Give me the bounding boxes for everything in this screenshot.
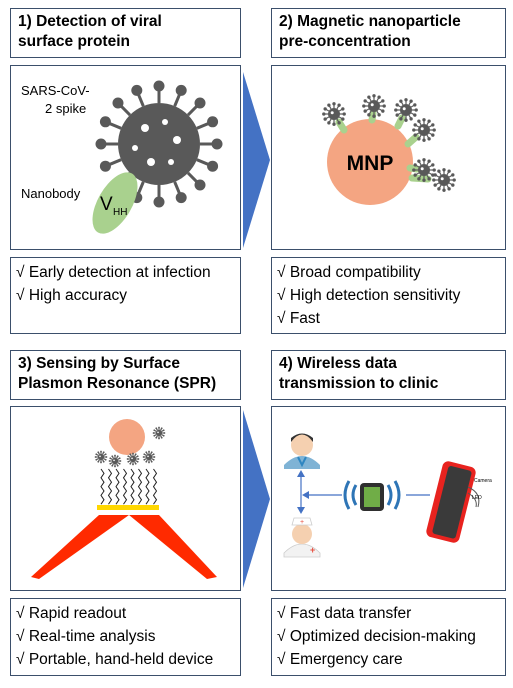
benefit-item: √ Optimized decision-making	[277, 628, 476, 645]
camera-label: Camera	[474, 478, 492, 484]
panel2-benefits-box: √ Broad compatibility √ High detection s…	[271, 257, 506, 334]
doctor-icon	[284, 433, 320, 469]
panel4-benefits-box: √ Fast data transfer √ Optimized decisio…	[271, 598, 506, 676]
virus-icon	[412, 158, 436, 182]
benefit-item: √ High accuracy	[16, 287, 128, 304]
spike-label-line: SARS-CoV-	[21, 83, 90, 98]
arrowhead-icon	[297, 507, 305, 514]
panel2-benefits-list: √ Broad compatibility √ High detection s…	[272, 258, 505, 330]
panel1-title-line: surface protein	[18, 33, 130, 50]
panel1-title-line: 1) Detection of viral	[18, 13, 162, 30]
virus-icon	[126, 452, 140, 466]
panel4-title-box: 4) Wireless data transmission to clinic	[271, 350, 506, 400]
panel4-title: 4) Wireless data transmission to clinic	[272, 351, 505, 394]
panel3-benefits-list: √ Rapid readout √ Real-time analysis √ P…	[11, 599, 240, 671]
mnp-label: MNP	[347, 152, 394, 175]
benefit-item: √ Fast data transfer	[277, 605, 412, 622]
panel4-title-line: 4) Wireless data	[279, 355, 397, 372]
nanobody-shape	[92, 172, 138, 234]
gold-sensor-chip	[97, 505, 159, 510]
mnp-particle-icon	[109, 419, 145, 455]
panel2-title-box: 2) Magnetic nanoparticle pre-concentrati…	[271, 8, 506, 58]
vhh-label: V	[100, 194, 113, 215]
incident-laser-beam	[31, 515, 129, 579]
panel3-title-line: 3) Sensing by Surface	[18, 355, 180, 372]
virus-icon	[412, 118, 436, 142]
reflected-laser-beam	[129, 515, 217, 579]
panel3-title-line: Plasmon Resonance (SPR)	[18, 375, 217, 392]
bound-virus-cluster	[94, 426, 166, 468]
virus-icon	[108, 454, 122, 468]
panel2-figure: MNP	[271, 65, 506, 250]
panel3-benefits-box: √ Rapid readout √ Real-time analysis √ P…	[10, 598, 241, 676]
panel4-figure: + + Camera LED	[271, 406, 506, 591]
virus-icon	[394, 98, 418, 122]
virus-icon	[94, 450, 108, 464]
mnp-particle-icon	[327, 119, 413, 205]
sars-cov-2-virus-icon	[95, 80, 223, 208]
panel4-benefits-list: √ Fast data transfer √ Optimized decisio…	[272, 599, 505, 671]
panel3-title: 3) Sensing by Surface Plasmon Resonance …	[11, 351, 240, 394]
panel3-illustration	[31, 419, 217, 579]
arrow-right-icon	[243, 410, 270, 588]
benefit-item: √ Rapid readout	[16, 605, 127, 622]
arrowhead-icon	[302, 491, 309, 499]
virus-icon	[142, 450, 156, 464]
nanobody-label: Nanobody	[21, 186, 81, 201]
panel1-title-box: 1) Detection of viral surface protein	[10, 8, 241, 58]
panel1-title: 1) Detection of viral surface protein	[11, 9, 240, 52]
panel2-title-line: pre-concentration	[279, 33, 411, 50]
benefit-item: √ Broad compatibility	[277, 264, 421, 281]
virus-icon	[152, 426, 166, 440]
led-label: LED	[472, 495, 482, 501]
panel2-illustration: MNP	[322, 94, 456, 205]
wireless-signal-icon	[343, 480, 401, 511]
panel1-benefits-box: √ Early detection at infection √ High ac…	[10, 257, 241, 334]
panel1-figure: SARS-CoV- 2 spike Nanobody V HH	[10, 65, 241, 250]
svg-text:+: +	[300, 519, 304, 526]
panel4-title-line: transmission to clinic	[279, 375, 439, 392]
arrow-right-icon	[243, 72, 270, 248]
benefit-item: √ Real-time analysis	[16, 628, 156, 645]
benefit-item: √ Emergency care	[277, 651, 403, 668]
nurse-icon: + +	[283, 517, 321, 558]
vhh-subscript: HH	[113, 207, 127, 218]
panel2-title: 2) Magnetic nanoparticle pre-concentrati…	[272, 9, 505, 52]
arrowhead-icon	[297, 470, 305, 477]
panel1-illustration: SARS-CoV- 2 spike Nanobody V HH	[21, 80, 223, 234]
panel2-title-line: 2) Magnetic nanoparticle	[279, 13, 461, 30]
benefit-item: √ Early detection at infection	[16, 264, 211, 281]
virus-icon	[362, 94, 386, 118]
benefit-item: √ High detection sensitivity	[277, 287, 461, 304]
sensor-linker-layer	[100, 468, 158, 505]
virus-icon	[432, 168, 456, 192]
svg-text:+: +	[310, 545, 315, 555]
panel1-benefits-list: √ Early detection at infection √ High ac…	[11, 258, 240, 307]
bound-virus-cluster	[322, 94, 456, 192]
benefit-item: √ Fast	[277, 310, 320, 327]
spike-label-line: 2 spike	[45, 101, 86, 116]
panel3-title-box: 3) Sensing by Surface Plasmon Resonance …	[10, 350, 241, 400]
virus-icon	[322, 102, 346, 126]
benefit-item: √ Portable, hand-held device	[16, 651, 214, 668]
panel3-figure	[10, 406, 241, 591]
panel4-illustration: + + Camera LED	[283, 433, 492, 558]
smartphone-spr-device-icon	[426, 461, 480, 543]
